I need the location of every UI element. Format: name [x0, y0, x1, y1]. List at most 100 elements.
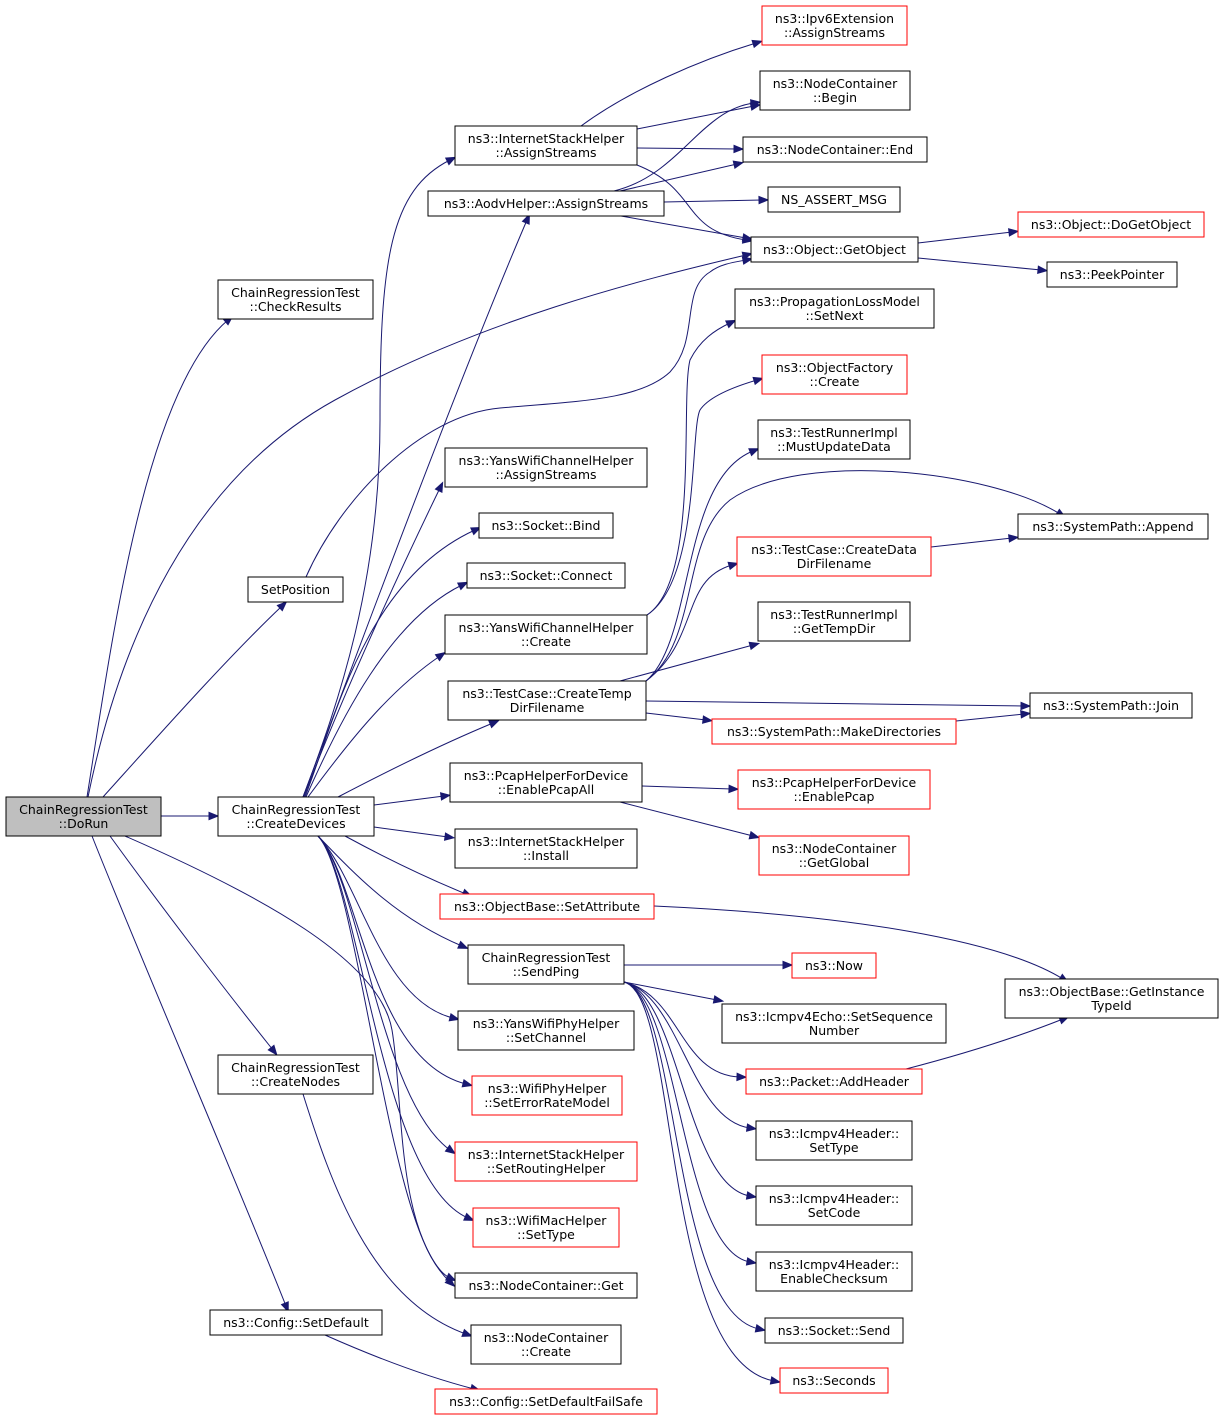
node-label-line: ns3::SystemPath::Append — [1032, 519, 1193, 534]
edge-dorun-to-createnodes — [109, 835, 278, 1056]
edge-sendping-to-now — [624, 960, 794, 970]
node-createnodes[interactable]: ChainRegressionTest::CreateNodes — [217, 1054, 374, 1095]
edge-createdevices-to-socket_bind — [304, 526, 482, 798]
node-setattr[interactable]: ns3::ObjectBase::SetAttribute — [439, 893, 655, 920]
node-inet-install[interactable]: ns3::InternetStackHelper::Install — [454, 828, 638, 869]
node-aodv-assign[interactable]: ns3::AodvHelper::AssignStreams — [427, 190, 665, 217]
node-pcap-all[interactable]: ns3::PcapHelperForDevice::EnablePcapAll — [449, 762, 643, 803]
node-label-line: ns3::TestRunnerImpl — [770, 607, 897, 622]
node-tri-tempdir[interactable]: ns3::TestRunnerImpl::GetTempDir — [757, 601, 911, 642]
edge-createdevices-to-yans_phy_setch — [317, 835, 461, 1022]
node-label-line: ChainRegressionTest — [232, 802, 361, 817]
node-sp-append[interactable]: ns3::SystemPath::Append — [1017, 513, 1209, 540]
node-label-line: ns3::InternetStackHelper — [468, 834, 625, 849]
node-seconds[interactable]: ns3::Seconds — [779, 1367, 889, 1394]
edge-tc_tempdir-to-sp_join — [645, 700, 1032, 711]
node-pkt-addheader[interactable]: ns3::Packet::AddHeader — [745, 1068, 923, 1095]
node-socket-send[interactable]: ns3::Socket::Send — [764, 1317, 904, 1344]
edge-sendping-to-icmphdr_checksum — [623, 981, 758, 1266]
node-getobject[interactable]: ns3::Object::GetObject — [750, 236, 919, 263]
node-nc-create[interactable]: ns3::NodeContainer::Create — [470, 1324, 622, 1365]
node-label-line: ns3::WifiMacHelper — [486, 1213, 608, 1228]
node-label-line: ::SetErrorRateModel — [484, 1095, 610, 1110]
node-icmphdr-code[interactable]: ns3::Icmpv4Header::SetCode — [755, 1185, 913, 1226]
node-label-line: ns3::Icmpv4Echo::SetSequence — [735, 1009, 933, 1024]
node-label-line: ns3::PeekPointer — [1060, 267, 1165, 282]
node-label-line: ns3::ObjectBase::SetAttribute — [454, 899, 640, 914]
node-socket-connect[interactable]: ns3::Socket::Connect — [466, 562, 626, 589]
node-createdevices[interactable]: ChainRegressionTest::CreateDevices — [217, 796, 375, 837]
node-setdefaultfailsafe[interactable]: ns3::Config::SetDefaultFailSafe — [434, 1388, 658, 1415]
node-icmphdr-type[interactable]: ns3::Icmpv4Header::SetType — [755, 1120, 913, 1161]
node-dogetobject[interactable]: ns3::Object::DoGetObject — [1017, 211, 1205, 238]
node-label-line: ChainRegressionTest — [231, 1060, 360, 1075]
node-wifiphy-err[interactable]: ns3::WifiPhyHelper::SetErrorRateModel — [471, 1075, 623, 1116]
edge-sendping-to-icmphdr_code — [623, 981, 758, 1200]
node-label-line: SetType — [809, 1140, 859, 1155]
node-objfactory[interactable]: ns3::ObjectFactory::Create — [761, 354, 908, 395]
node-label-line: ::Begin — [813, 90, 857, 105]
node-label-line: ns3::TestCase::CreateData — [751, 542, 917, 557]
node-label-line: ns3::NodeContainer — [772, 841, 897, 856]
node-pcap-enable[interactable]: ns3::PcapHelperForDevice::EnablePcap — [737, 769, 931, 810]
node-peekpointer[interactable]: ns3::PeekPointer — [1046, 261, 1178, 288]
node-inet-routing[interactable]: ns3::InternetStackHelper::SetRoutingHelp… — [454, 1141, 638, 1182]
node-assert[interactable]: NS_ASSERT_MSG — [767, 186, 901, 213]
node-plm-setnext[interactable]: ns3::PropagationLossModel::SetNext — [734, 288, 935, 329]
node-socket-bind[interactable]: ns3::Socket::Bind — [478, 512, 614, 539]
node-sp-makedirs[interactable]: ns3::SystemPath::MakeDirectories — [711, 718, 957, 745]
node-now[interactable]: ns3::Now — [791, 952, 877, 979]
edge-sp_makedirs-to-sp_join — [955, 710, 1032, 722]
node-label-line: EnableChecksum — [780, 1271, 888, 1286]
node-yans-ch-create[interactable]: ns3::YansWifiChannelHelper::Create — [444, 614, 648, 655]
node-ipv6ext[interactable]: ns3::Ipv6Extension::AssignStreams — [761, 5, 908, 46]
node-setposition[interactable]: SetPosition — [247, 576, 344, 603]
node-nc-get[interactable]: ns3::NodeContainer::Get — [454, 1272, 638, 1299]
node-label-line: ::MustUpdateData — [777, 439, 891, 454]
node-label-line: ns3::Icmpv4Header:: — [769, 1191, 900, 1206]
node-nc-begin[interactable]: ns3::NodeContainer::Begin — [759, 70, 911, 111]
edge-inet_assign-to-nc_end — [636, 144, 745, 154]
node-wifimac-settype[interactable]: ns3::WifiMacHelper::SetType — [472, 1207, 620, 1248]
node-label-line: ::SetChannel — [506, 1030, 586, 1045]
edge-dorun-to-setposition — [102, 600, 288, 798]
node-yans-ch-assign[interactable]: ns3::YansWifiChannelHelper::AssignStream… — [444, 447, 648, 488]
node-dorun: ChainRegressionTest::DoRun — [5, 796, 162, 837]
node-sendping[interactable]: ChainRegressionTest::SendPing — [467, 944, 625, 985]
node-label-line: ns3::InternetStackHelper — [468, 131, 625, 146]
node-tri-mustupdate[interactable]: ns3::TestRunnerImpl::MustUpdateData — [757, 419, 911, 460]
edge-yans_ch_create-to-objfactory — [646, 376, 765, 616]
node-yans-phy-setch[interactable]: ns3::YansWifiPhyHelper::SetChannel — [457, 1010, 635, 1051]
node-label-line: ::Create — [810, 374, 860, 389]
edge-tc_tempdir-to-tc_datadir — [645, 561, 740, 682]
node-nc-end[interactable]: ns3::NodeContainer::End — [742, 136, 928, 163]
edge-createdevices-to-yans_ch_create — [307, 651, 447, 798]
edge-getobject-to-peekpointer — [917, 257, 1049, 274]
node-label-line: ns3::SystemPath::MakeDirectories — [727, 724, 941, 739]
node-label-line: ns3::AodvHelper::AssignStreams — [444, 196, 648, 211]
edge-dorun-to-getobject — [87, 251, 754, 798]
node-sp-join[interactable]: ns3::SystemPath::Join — [1029, 692, 1193, 719]
node-label-line: ::DoRun — [59, 816, 109, 831]
edge-createdevices-to-sendping — [317, 835, 469, 949]
node-label-line: DirFilename — [510, 700, 585, 715]
node-icmphdr-checksum[interactable]: ns3::Icmpv4Header::EnableChecksum — [755, 1251, 913, 1292]
node-label-line: ns3::ObjectBase::GetInstance — [1019, 984, 1205, 999]
node-label-line: ns3::Now — [805, 958, 863, 973]
node-label-line: ::CheckResults — [249, 299, 341, 314]
node-label-line: ::GetTempDir — [793, 621, 876, 636]
node-label-line: ns3::NodeContainer — [484, 1330, 609, 1345]
node-label-line: ::AssignStreams — [495, 145, 596, 160]
node-label-line: ::SetNext — [805, 308, 863, 323]
node-setdefault[interactable]: ns3::Config::SetDefault — [209, 1309, 383, 1336]
node-label-line: ns3::Object::DoGetObject — [1031, 217, 1191, 232]
edge-createnodes-to-nc_create — [302, 1093, 473, 1337]
node-checkresults[interactable]: ChainRegressionTest::CheckResults — [217, 279, 374, 320]
node-inet-assign[interactable]: ns3::InternetStackHelper::AssignStreams — [454, 125, 638, 166]
node-nc-global[interactable]: ns3::NodeContainer::GetGlobal — [758, 835, 910, 876]
